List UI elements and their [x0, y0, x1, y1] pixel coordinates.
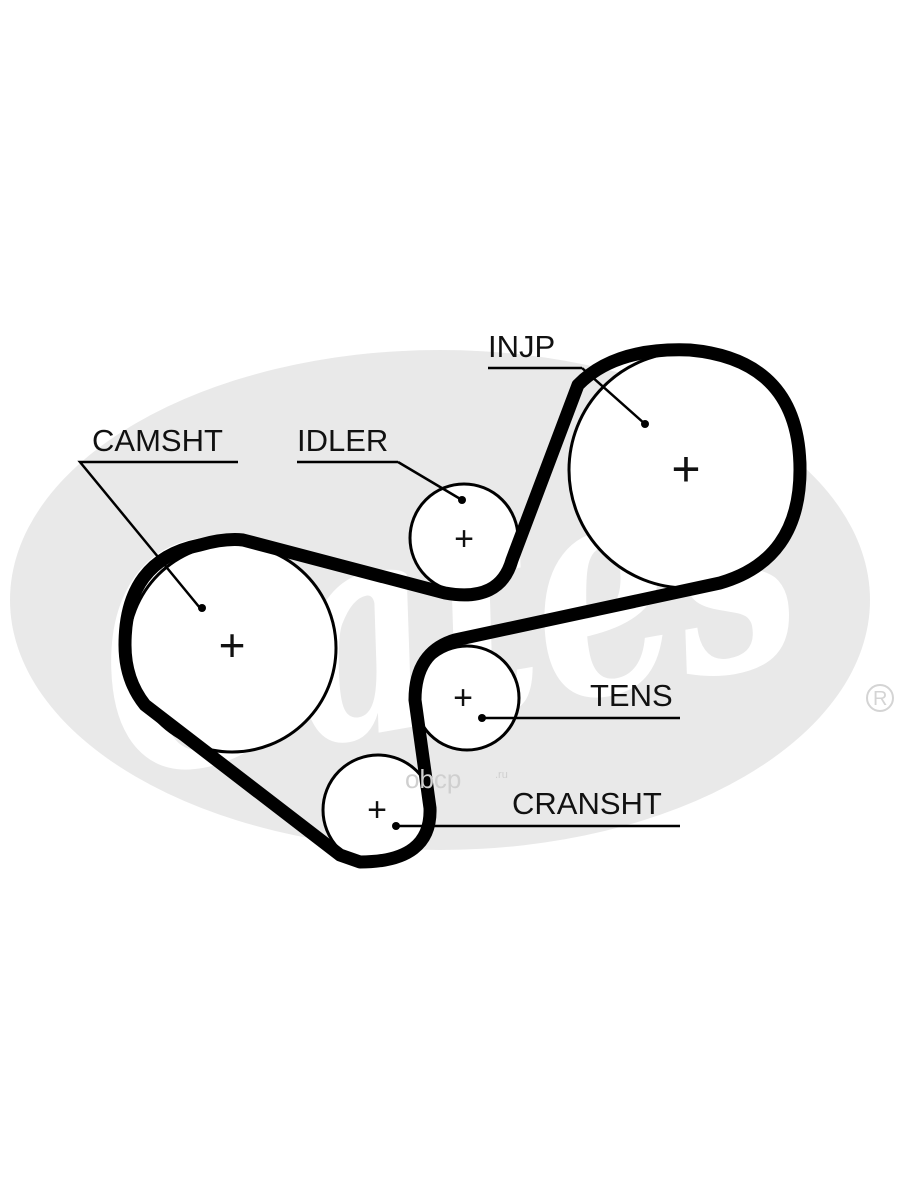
idler-dot	[458, 496, 466, 504]
cranksht-label: CRANSHT	[512, 786, 662, 821]
injp-label: INJP	[488, 329, 555, 364]
watermark-suffix: .ru	[495, 769, 508, 781]
leader-dots	[198, 420, 649, 830]
component-labels: CAMSHT IDLER INJP TENS CRANSHT	[92, 329, 673, 821]
watermark-text: obcp	[405, 764, 461, 794]
pulleys	[126, 350, 807, 867]
idler-leader	[297, 460, 463, 502]
tens-center-icon: +	[453, 679, 473, 717]
injp-center-icon: +	[671, 441, 700, 497]
tens-dot	[478, 714, 486, 722]
tens-label: TENS	[590, 678, 673, 713]
injp-dot	[641, 420, 649, 428]
camshaft-dot	[198, 604, 206, 612]
leader-lines	[77, 366, 680, 828]
center-markers: + + + + +	[219, 441, 701, 829]
camshaft-label: CAMSHT	[92, 423, 223, 458]
idler-label: IDLER	[297, 423, 388, 458]
registered-mark: R	[873, 688, 887, 710]
cranksht-center-icon: +	[367, 791, 387, 829]
injp-leader	[488, 366, 646, 425]
timing-belt	[118, 343, 807, 869]
cranksht-dot	[392, 822, 400, 830]
camshaft-leader	[77, 460, 238, 609]
watermark: obcp .ru	[405, 764, 508, 794]
registered-mark-circle	[866, 684, 894, 712]
idler-center-icon: +	[454, 520, 474, 558]
camshaft-center-icon: +	[219, 619, 246, 671]
